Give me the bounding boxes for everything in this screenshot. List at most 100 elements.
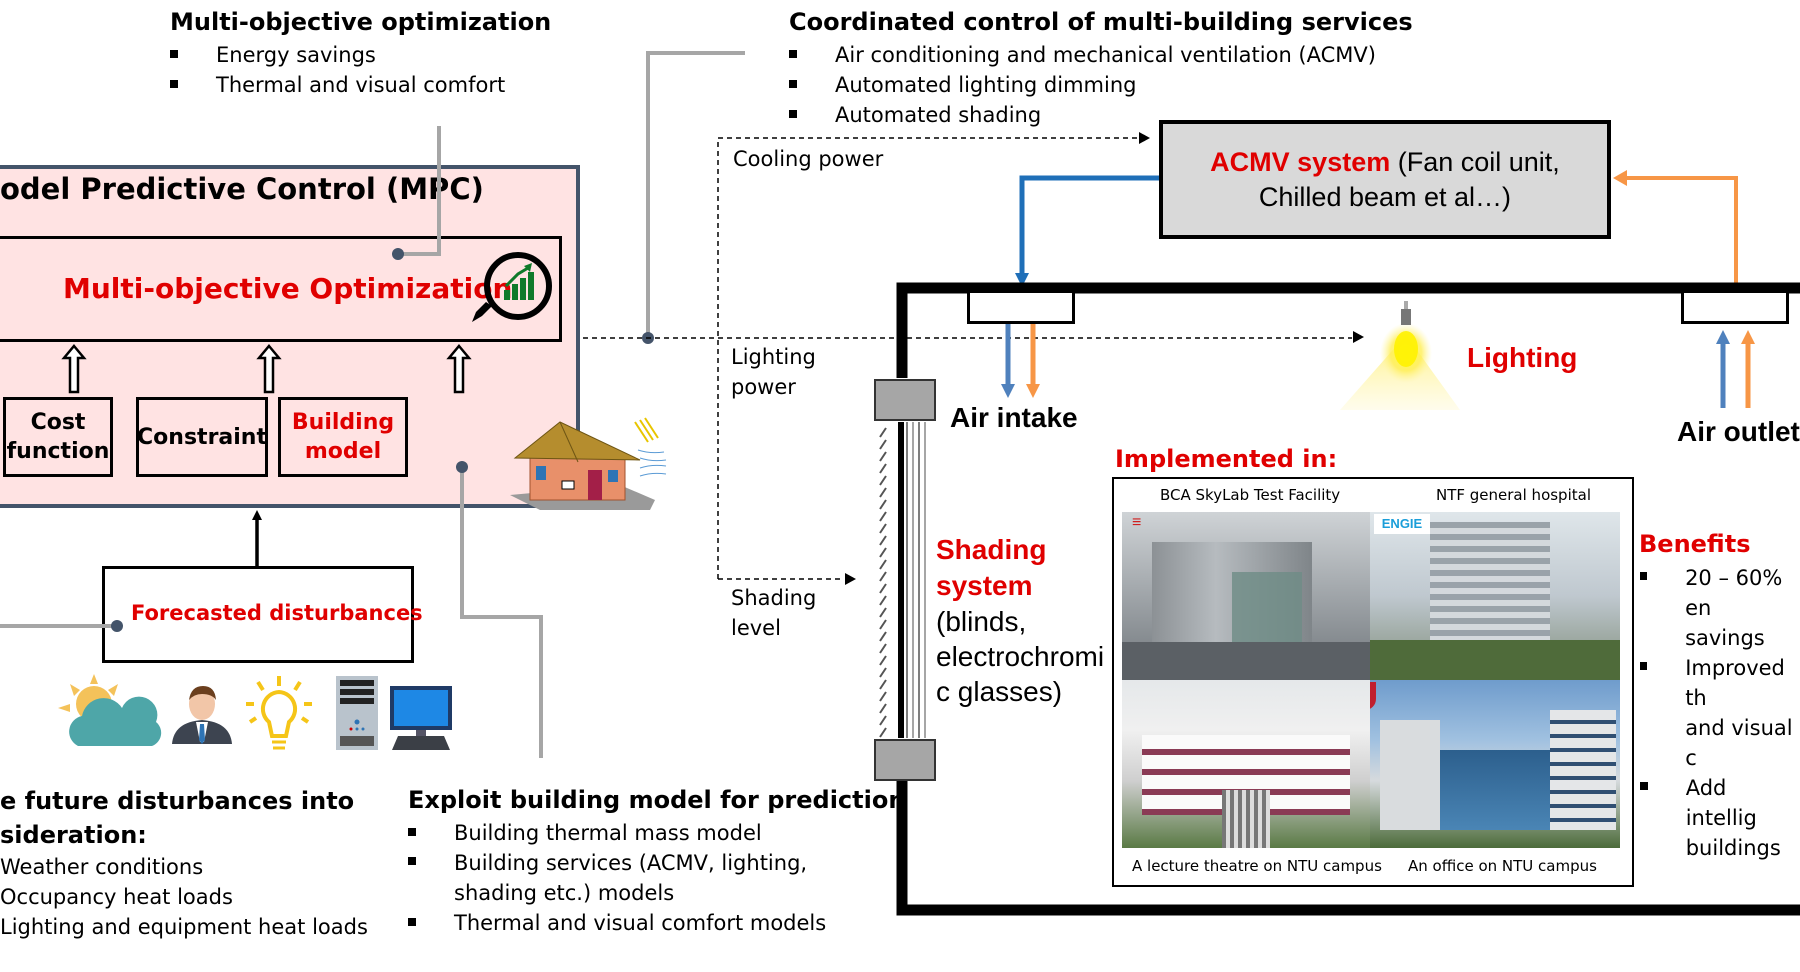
constraint-block: Constraint	[136, 397, 268, 477]
blind-slat	[879, 475, 887, 486]
occupant-icon	[172, 686, 232, 744]
implemented-heading: Implemented in:	[1115, 445, 1338, 473]
connector-multiobjective	[398, 126, 441, 256]
multi-objective-heading: Multi-objective optimization	[170, 8, 552, 36]
blind-slat	[879, 511, 887, 522]
exploit-list: Building thermal mass model Building ser…	[408, 818, 826, 938]
shading-level-label: Shading level	[731, 586, 817, 640]
photo-ntf-hospital: ENGIE	[1370, 512, 1620, 680]
arrowhead-shading	[845, 573, 856, 585]
list-item: Automated lighting dimming	[789, 70, 1376, 100]
lighting-power-label: Lighting power	[731, 345, 816, 399]
photo-lecture-theatre	[1122, 680, 1370, 848]
list-item: Thermal and visual comfort models	[408, 908, 826, 938]
arrow-up-icon	[446, 344, 472, 394]
connector-dot	[456, 461, 468, 473]
forecast-label: Forecasted disturbances	[131, 601, 423, 625]
shading-motor-bottom	[874, 739, 936, 781]
blind-slat	[879, 679, 887, 690]
list-item: Building services (ACMV, lighting, shadi…	[408, 848, 826, 908]
building-model-block: Building model	[278, 397, 408, 477]
mpc-title: odel Predictive Control (MPC)	[0, 172, 484, 206]
blind-slat	[879, 451, 887, 462]
optimization-block	[0, 236, 562, 342]
computer-icon	[390, 686, 452, 750]
blind-slat	[879, 463, 887, 474]
cooling-power-label: Cooling power	[733, 147, 884, 171]
connector-dot	[392, 248, 404, 260]
ntu-crest-icon	[1370, 682, 1376, 710]
bullet-icon	[408, 918, 416, 926]
bullet-icon	[408, 828, 416, 836]
bullet-icon	[1640, 572, 1648, 580]
connector-coordinated	[646, 51, 745, 338]
photo-caption: A lecture theatre on NTU campus	[1132, 857, 1382, 875]
list-item: Building thermal mass model	[408, 818, 826, 848]
list-item: Energy savings	[170, 40, 505, 70]
blind-slat	[879, 547, 887, 558]
photo-caption: An office on NTU campus	[1408, 857, 1597, 875]
supply-duct	[1019, 175, 1160, 275]
shading-blind-slats	[879, 427, 887, 738]
blind-slat	[879, 559, 887, 570]
exploit-heading: Exploit building model for prediction	[408, 786, 906, 814]
blind-slat	[879, 703, 887, 714]
list-item: Occupancy heat loads	[0, 885, 233, 909]
forecast-to-mpc-arrow	[252, 510, 262, 566]
room-wall	[896, 755, 1800, 916]
light-bulb-icon	[246, 676, 312, 750]
bca-logo-icon: ≡	[1132, 514, 1142, 531]
bullet-icon	[789, 80, 797, 88]
implementation-photo-grid: BCA SkyLab Test Facility NTF general hos…	[1112, 477, 1634, 887]
list-item: Automated shading	[789, 100, 1376, 130]
air-intake-label: Air intake	[950, 402, 1078, 433]
blind-slat	[879, 643, 887, 654]
connector-dot	[111, 620, 123, 632]
air-outlet-vent	[1681, 290, 1789, 324]
arrow-up-icon	[61, 344, 87, 394]
photo-bca-skylab: ≡	[1122, 512, 1370, 680]
arrow-up-icon	[256, 344, 282, 394]
magnifier-chart-icon	[472, 252, 552, 322]
photo-caption: BCA SkyLab Test Facility	[1160, 486, 1341, 504]
bullet-icon	[1640, 662, 1648, 670]
room-wall	[896, 282, 1800, 378]
bullet-icon	[170, 50, 178, 58]
optimization-label: Multi-objective Optimization	[63, 272, 513, 305]
list-item: Weather conditions	[0, 855, 204, 879]
list-item: Air conditioning and mechanical ventilat…	[789, 40, 1376, 70]
list-item: 20 – 60% en savings	[1640, 563, 1800, 653]
server-icon	[336, 676, 378, 750]
blind-slat	[879, 691, 887, 702]
ceiling-lamp-icon	[1340, 301, 1460, 410]
cost-function-block: Cost function	[3, 397, 113, 477]
blind-slat	[879, 427, 887, 438]
blind-slat	[879, 655, 887, 666]
blind-slat	[879, 583, 887, 594]
acmv-system-block: ACMV system (Fan coil unit, Chilled beam…	[1159, 120, 1611, 239]
list-item: Improved th and visual c	[1640, 653, 1800, 773]
bullet-icon	[170, 80, 178, 88]
bullet-icon	[789, 110, 797, 118]
house-illustration	[510, 417, 667, 510]
blind-slat	[879, 607, 887, 618]
bullet-icon	[408, 857, 416, 865]
connector-building-model	[460, 467, 543, 758]
blind-slat	[879, 535, 887, 546]
blind-slat	[879, 523, 887, 534]
shading-motor-top	[874, 379, 936, 421]
photo-ntu-office	[1370, 680, 1620, 848]
list-item: Add intellig buildings	[1640, 773, 1800, 863]
coordinated-control-list: Air conditioning and mechanical ventilat…	[789, 40, 1376, 130]
blind-slat	[879, 499, 887, 510]
blind-slat	[879, 715, 887, 726]
shading-system-title: Shading system	[936, 534, 1047, 601]
engie-logo-icon: ENGIE	[1374, 514, 1430, 534]
blind-slat	[879, 727, 887, 738]
forecast-block	[102, 566, 414, 663]
blind-slat	[879, 667, 887, 678]
list-item: Thermal and visual comfort	[170, 70, 505, 100]
blind-slat	[879, 439, 887, 450]
weather-icon	[58, 674, 162, 746]
